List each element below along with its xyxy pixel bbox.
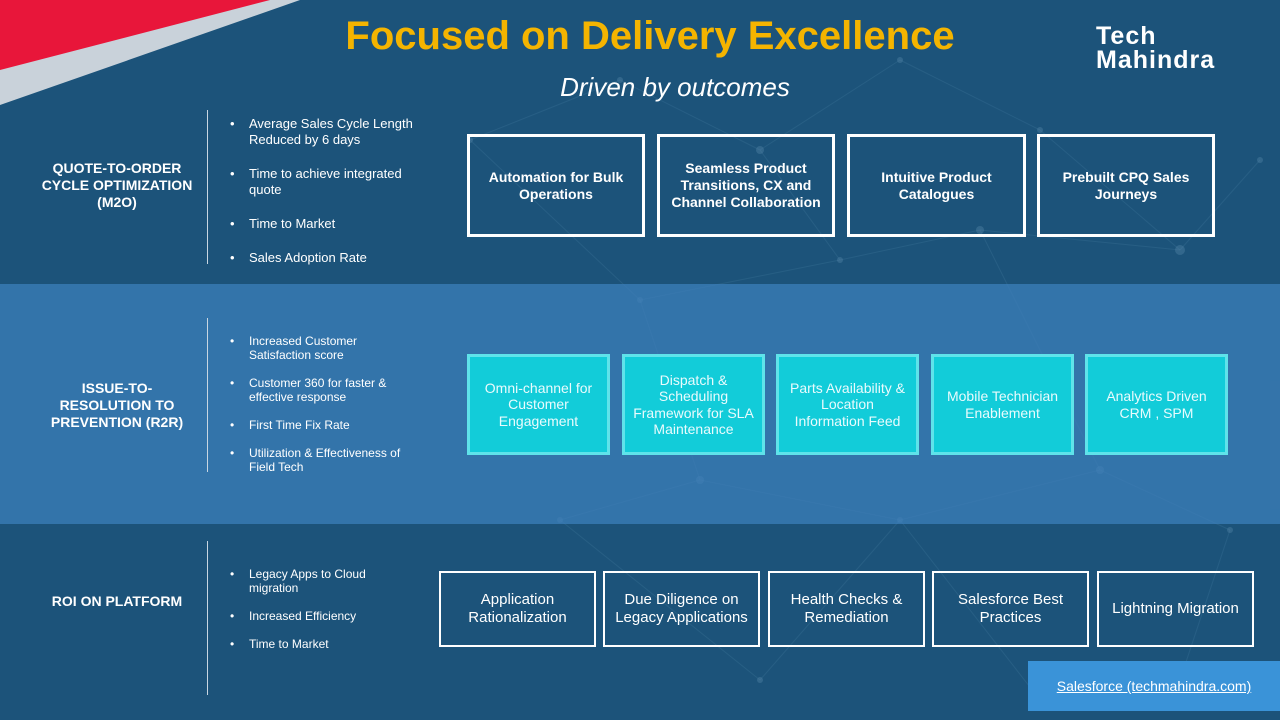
capability-box-highlight: Analytics Driven CRM , SPM [1085,354,1228,455]
metric-item: Legacy Apps to Cloud migration [230,567,410,595]
row-label-r2r: ISSUE-TO-RESOLUTION TO PREVENTION (R2R) [50,380,184,430]
metric-item: Customer 360 for faster & effective resp… [230,376,410,404]
metrics-list-m2o: Average Sales Cycle Length Reduced by 6 … [230,116,425,284]
metrics-list-roi: Legacy Apps to Cloud migration Increased… [230,567,410,665]
capability-box: Automation for Bulk Operations [467,134,645,237]
capability-box: Seamless Product Transitions, CX and Cha… [657,134,835,237]
metrics-list-r2r: Increased Customer Satisfaction score Cu… [230,334,410,488]
capability-box: Salesforce Best Practices [932,571,1089,647]
page-subtitle: Driven by outcomes [560,72,790,102]
corner-stripe-decoration [0,0,300,105]
tech-mahindra-logo: Tech Mahindra [1096,22,1216,74]
row-label-m2o: QUOTE-TO-ORDER CYCLE OPTIMIZATION (M2O) [41,160,193,210]
salesforce-techmahindra-link[interactable]: Salesforce (techmahindra.com) [1028,661,1280,711]
logo-line-1: Tech [1096,22,1157,50]
metric-item: First Time Fix Rate [230,418,410,432]
metric-item: Sales Adoption Rate [230,250,425,266]
capability-box: Intuitive Product Catalogues [847,134,1026,237]
capability-box-highlight: Dispatch & Scheduling Framework for SLA … [622,354,765,455]
capability-box-highlight: Omni-channel for Customer Engagement [467,354,610,455]
row-divider-m2o [207,110,208,264]
metric-item: Increased Customer Satisfaction score [230,334,410,362]
metric-item: Time to Market [230,216,425,232]
capability-box: Health Checks & Remediation [768,571,925,647]
capability-box-highlight: Mobile Technician Enablement [931,354,1074,455]
row-label-roi: ROI ON PLATFORM [51,593,183,609]
row-divider-r2r [207,318,208,472]
page-title: Focused on Delivery Excellence [345,14,955,58]
logo-line-2: Mahindra [1096,46,1216,74]
capability-box: Application Rationalization [439,571,596,647]
metric-item: Time to Market [230,637,410,651]
capability-box: Lightning Migration [1097,571,1254,647]
metric-item: Increased Efficiency [230,609,410,623]
metric-item: Time to achieve integrated quote [230,166,425,198]
metric-item: Utilization & Effectiveness of Field Tec… [230,446,410,474]
row-divider-roi [207,541,208,695]
metric-item: Average Sales Cycle Length Reduced by 6 … [230,116,425,148]
capability-box: Due Diligence on Legacy Applications [603,571,760,647]
capability-box: Prebuilt CPQ Sales Journeys [1037,134,1215,237]
capability-box-highlight: Parts Availability & Location Informatio… [776,354,919,455]
